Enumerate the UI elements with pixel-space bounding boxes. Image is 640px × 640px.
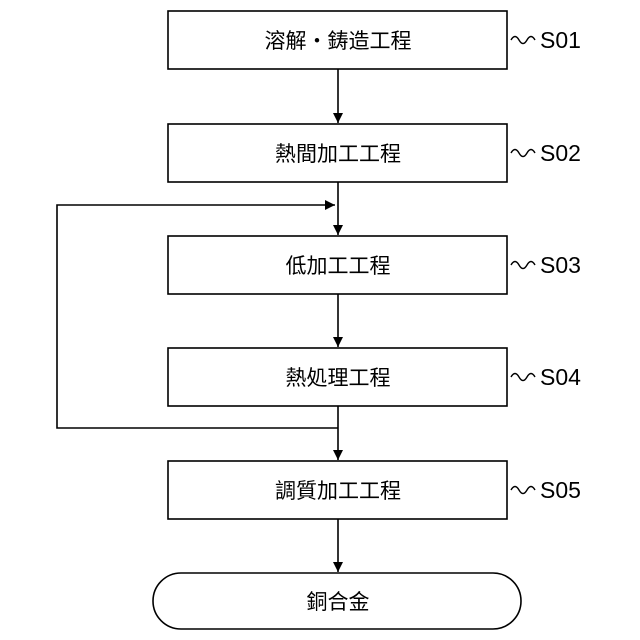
step-code-s03: S03	[540, 252, 581, 278]
step-code-s02: S02	[540, 140, 581, 166]
step-label-s02: 熱間加工工程	[275, 142, 401, 166]
step-leader-squiggle	[511, 37, 535, 44]
step-s04: 熱処理工程 S04	[168, 348, 581, 406]
step-leader-squiggle	[511, 374, 535, 381]
step-label-s01: 溶解・鋳造工程	[265, 29, 412, 53]
step-label-s05: 調質加工工程	[275, 479, 401, 503]
step-s05: 調質加工工程 S05	[168, 461, 581, 519]
step-code-s05: S05	[540, 477, 581, 503]
result-terminal: 銅合金	[153, 573, 521, 629]
step-leader-squiggle	[511, 262, 535, 269]
step-s02: 熱間加工工程 S02	[168, 124, 581, 182]
step-label-s04: 熱処理工程	[286, 366, 391, 390]
step-s03: 低加工工程 S03	[168, 236, 581, 294]
step-code-s04: S04	[540, 364, 581, 390]
step-code-s01: S01	[540, 27, 581, 53]
step-leader-squiggle	[511, 150, 535, 157]
step-leader-squiggle	[511, 487, 535, 494]
step-label-s03: 低加工工程	[286, 254, 391, 278]
step-s01: 溶解・鋳造工程 S01	[168, 11, 581, 69]
result-label: 銅合金	[307, 590, 370, 614]
